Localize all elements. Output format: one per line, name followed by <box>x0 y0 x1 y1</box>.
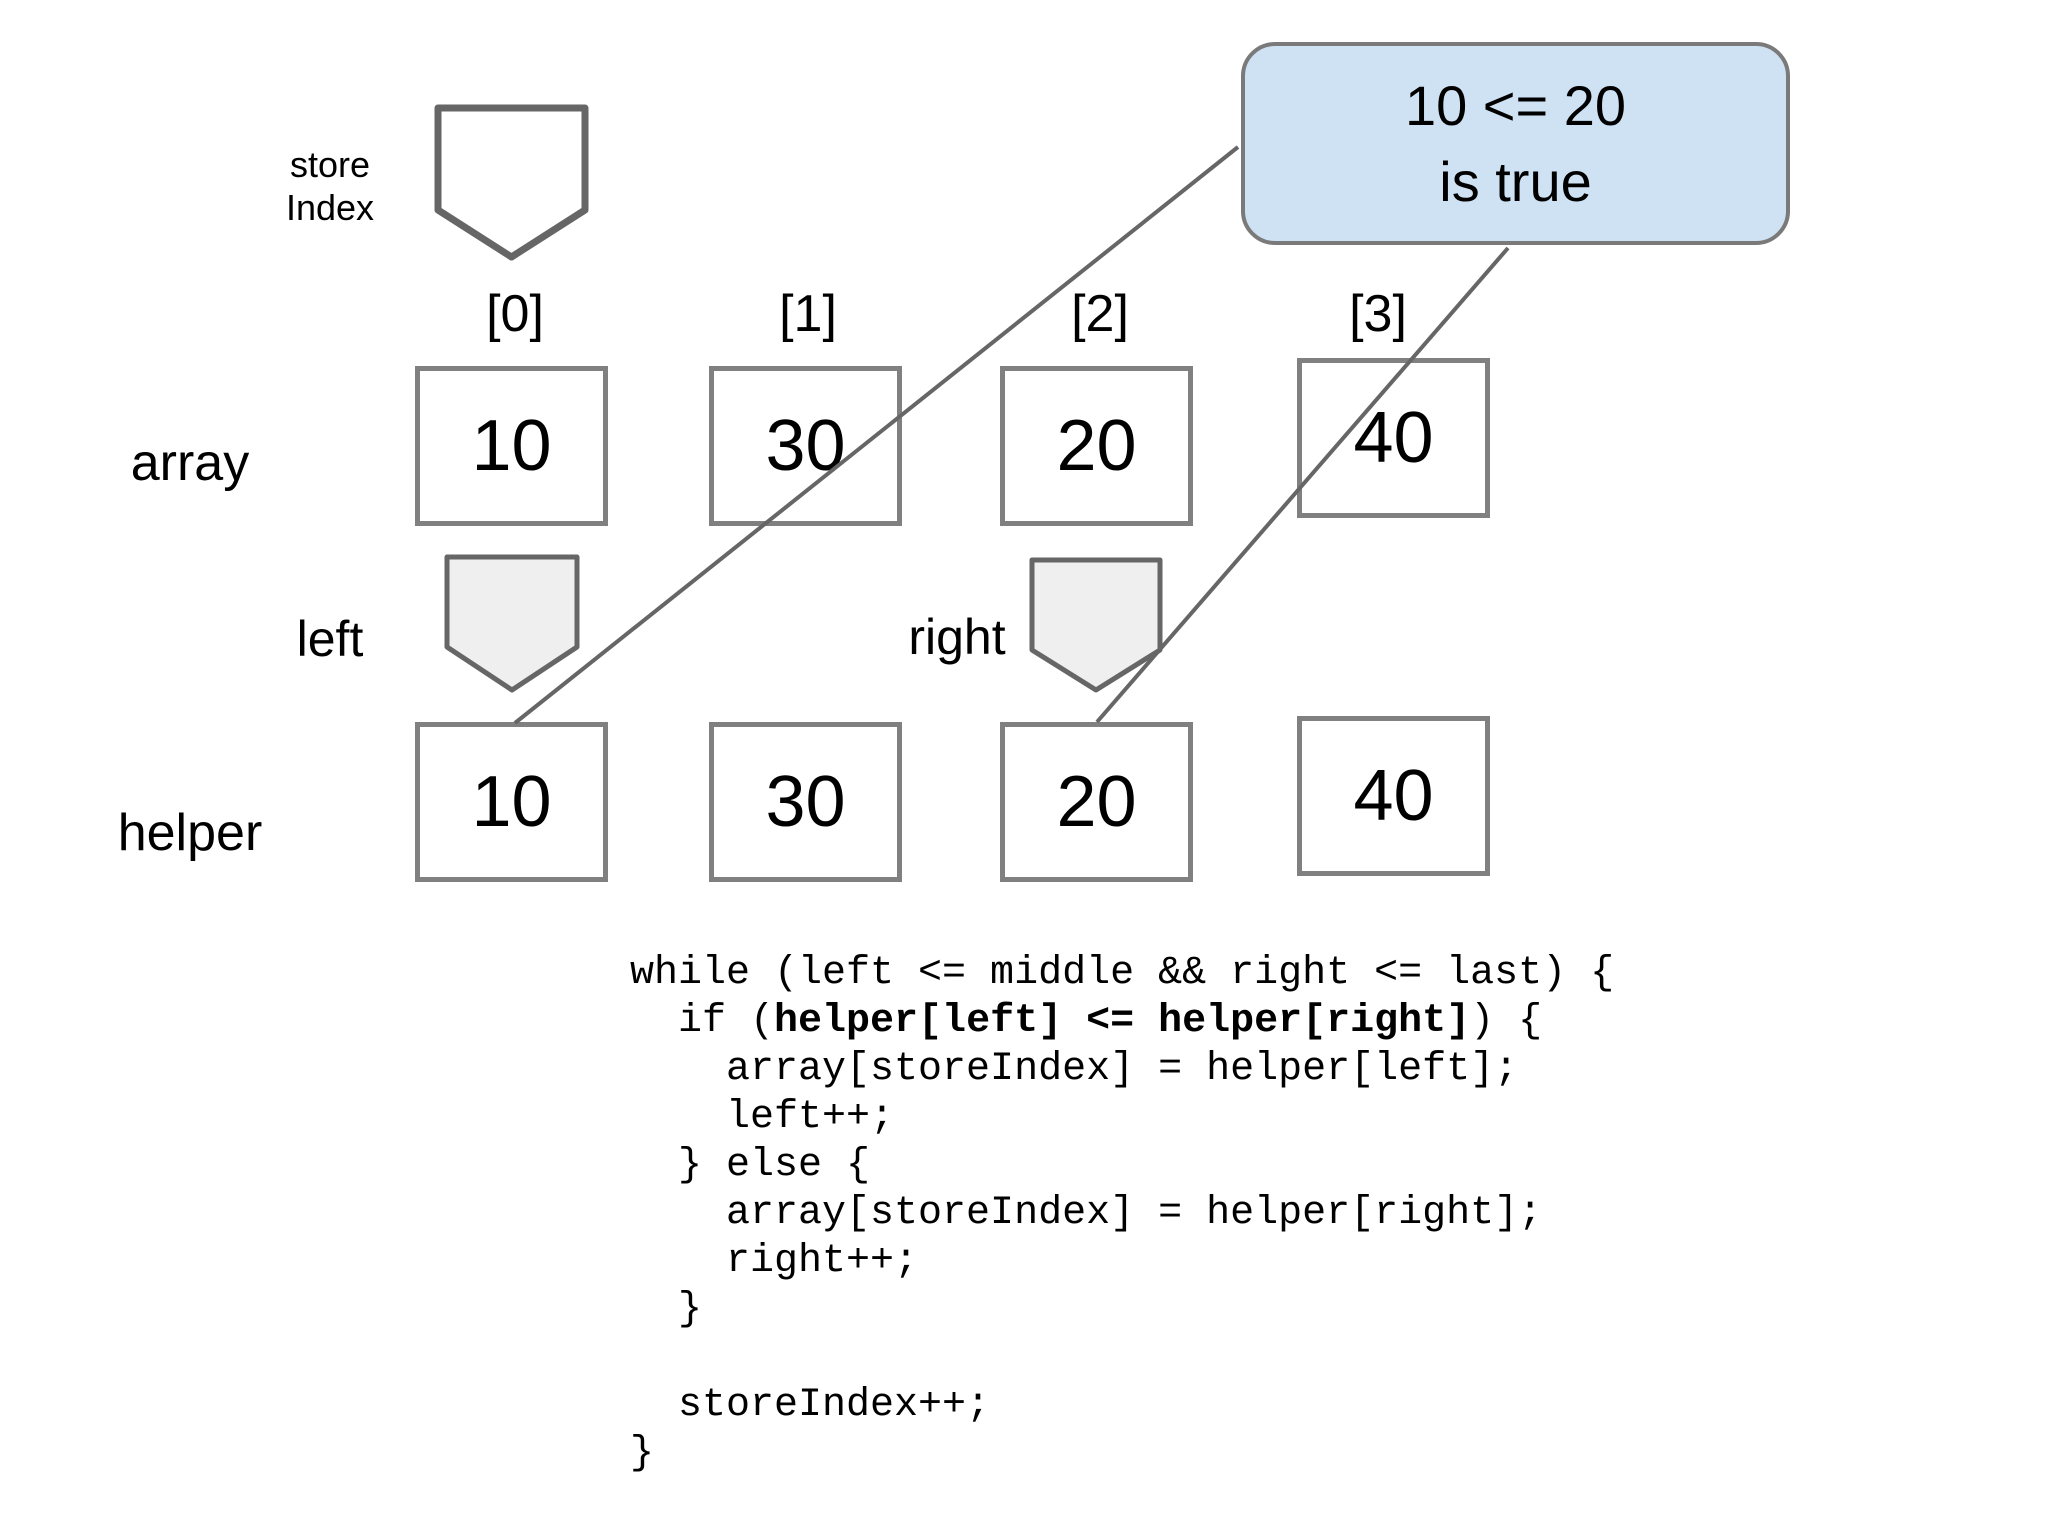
code-block: while (left <= middle && right <= last) … <box>630 950 1614 1478</box>
code-line-05: } else { <box>630 1143 871 1188</box>
code-line-06: array[storeIndex] = helper[right]; <box>630 1191 1543 1236</box>
code-line-01: while (left <= middle && right <= last) … <box>630 951 1615 996</box>
right-pointer-label: right <box>908 609 1006 665</box>
left-pointer-icon <box>444 554 580 693</box>
helper-cell-2: 20 <box>1000 722 1193 882</box>
code-line-10: storeIndex++; <box>630 1383 991 1428</box>
code-line-02-suffix: ) { <box>1470 999 1543 1044</box>
index-label-0: [0] <box>486 285 544 343</box>
array-cell-2: 20 <box>1000 366 1193 526</box>
helper-row-label: helper <box>117 804 263 862</box>
index-label-2: [2] <box>1071 285 1129 343</box>
code-line-09 <box>630 1334 1614 1382</box>
store-index-label: store Index <box>230 143 430 229</box>
code-line-03: array[storeIndex] = helper[left]; <box>630 1047 1519 1092</box>
array-cell-0: 10 <box>415 366 608 526</box>
code-line-11: } <box>630 1431 655 1476</box>
code-line-08: } <box>630 1287 703 1332</box>
code-line-07: right++; <box>630 1239 919 1284</box>
index-label-1: [1] <box>779 285 837 343</box>
left-pointer-label: left <box>296 611 364 667</box>
store-index-label-line1: store <box>289 144 371 185</box>
index-label-3: [3] <box>1349 285 1407 343</box>
code-line-02-prefix: if ( <box>630 999 775 1044</box>
array-cell-3: 40 <box>1297 358 1490 518</box>
callout-bubble: 10 <= 20 is true <box>1241 42 1790 245</box>
array-row-label: array <box>130 434 250 492</box>
callout-line-2: is true <box>1439 149 1592 213</box>
helper-cell-3: 40 <box>1297 716 1490 876</box>
store-index-label-line2: Index <box>285 187 375 228</box>
array-cell-1: 30 <box>709 366 902 526</box>
store-index-pointer-icon <box>434 104 589 261</box>
code-line-04: left++; <box>630 1095 895 1140</box>
helper-cell-1: 30 <box>709 722 902 882</box>
code-line-02: if (helper[left] <= helper[right]) { <box>630 998 1614 1046</box>
code-line-02-condition: helper[left] <= helper[right] <box>774 999 1471 1044</box>
callout-line-1: 10 <= 20 <box>1404 73 1627 137</box>
helper-cell-0: 10 <box>415 722 608 882</box>
